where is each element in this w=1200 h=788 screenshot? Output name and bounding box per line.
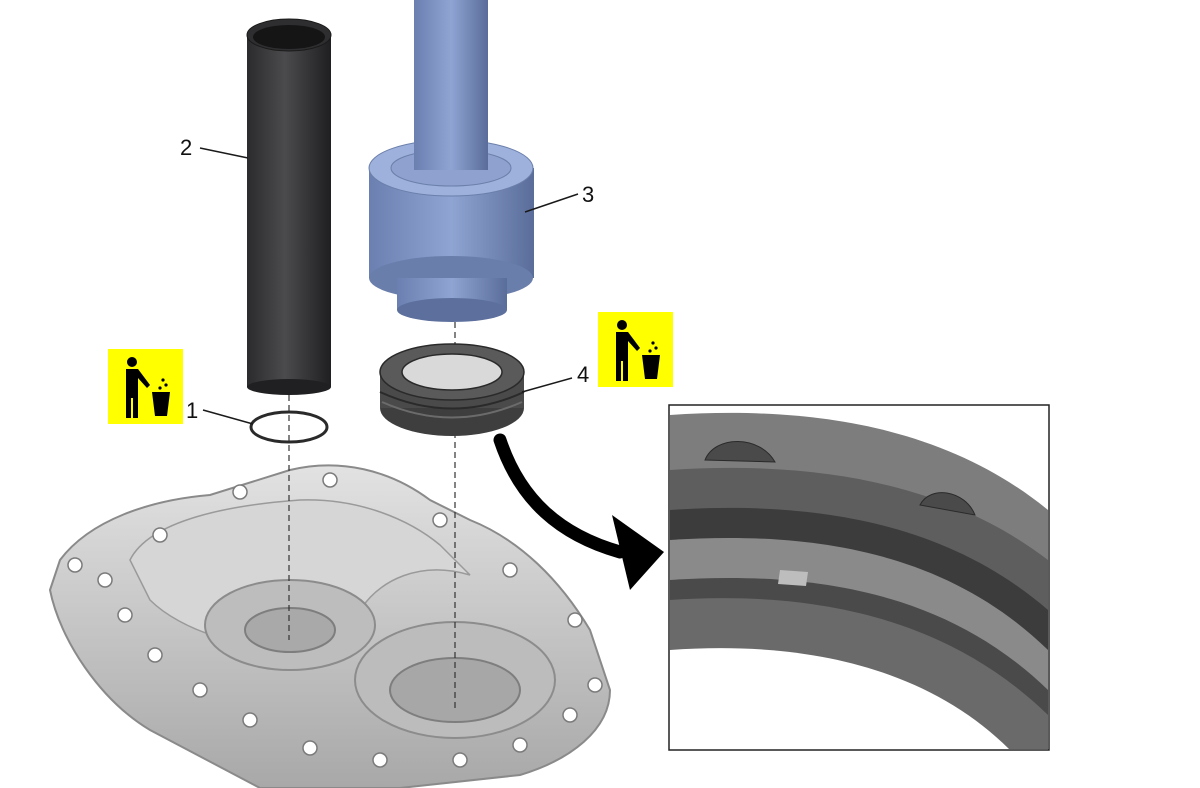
guide-tube — [246, 18, 332, 395]
detail-arrow — [493, 433, 664, 590]
callout-3: 3 — [582, 182, 594, 207]
callout-1: 1 — [186, 398, 198, 423]
transmission-housing — [48, 464, 612, 788]
seal-detail-inset — [668, 404, 1050, 751]
callout-4: 4 — [577, 362, 589, 387]
leader-4 — [521, 377, 573, 393]
leader-2 — [199, 147, 249, 159]
leader-lines — [199, 147, 579, 425]
callout-labels: 2 1 3 4 — [180, 135, 594, 423]
callout-2: 2 — [180, 135, 192, 160]
shaft-seal — [379, 343, 525, 436]
leader-1 — [202, 409, 254, 425]
o-ring — [249, 410, 329, 444]
installer-tool — [368, 0, 534, 322]
dispose-of-waste-icon — [108, 349, 183, 424]
dispose-of-waste-icon-2 — [598, 312, 673, 387]
leader-3 — [524, 193, 579, 213]
